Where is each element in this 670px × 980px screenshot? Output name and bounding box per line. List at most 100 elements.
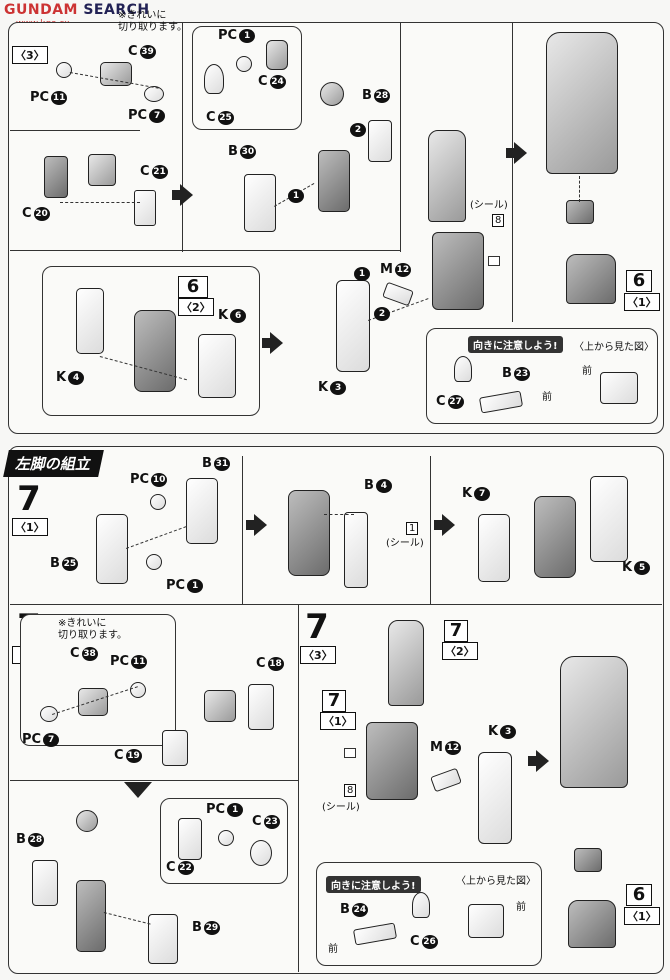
- label-step-1b: 1: [352, 266, 370, 281]
- divider: [10, 604, 662, 605]
- inset-c38-panel: [20, 614, 176, 746]
- part-ankle-joint-b: [574, 848, 602, 872]
- part-k4: [76, 288, 104, 354]
- part-ball-joint-b: [76, 810, 98, 832]
- divider: [10, 250, 400, 251]
- divider: [400, 22, 401, 252]
- part-ball-joint: [320, 82, 344, 106]
- flow-arrow: [434, 520, 442, 530]
- top-view-label: 〈上から見た図〉: [574, 342, 654, 353]
- ref-step-6-right-sub: 〈1〉: [624, 293, 660, 311]
- part-lower-leg-b: [366, 722, 418, 800]
- seal-label-7-1: (シール): [386, 538, 424, 549]
- label-step-1: 1: [286, 188, 304, 203]
- part-c38: [78, 688, 108, 716]
- flow-arrow-head: [442, 514, 455, 536]
- seal-label: (シール): [470, 200, 508, 211]
- part-pc11: [56, 62, 72, 78]
- part-foot-b: [568, 900, 616, 948]
- ref-step-7-1-sub: 〈1〉: [320, 712, 356, 730]
- part-c20: [44, 156, 68, 198]
- ref-step-6-b-sub: 〈1〉: [624, 907, 660, 925]
- divider: [512, 22, 513, 322]
- front-label-b: 前: [328, 944, 338, 955]
- ref-step-6-right: 6: [626, 270, 652, 292]
- part-foot: [566, 254, 616, 304]
- part-pc11-b: [130, 682, 146, 698]
- guide-line: [579, 176, 580, 202]
- step-7-1-number: 7: [17, 479, 41, 519]
- part-c18: [248, 684, 274, 730]
- part-thigh: [288, 490, 330, 576]
- ref-step-6: 6: [178, 276, 208, 298]
- ref-step-7-2: 7: [444, 620, 468, 642]
- part-c19: [162, 730, 188, 766]
- part-knee-block: [204, 690, 236, 722]
- part-c39-assembled: [88, 154, 116, 186]
- part-c27: [454, 356, 472, 382]
- part-b28: [368, 120, 392, 162]
- divider: [298, 604, 299, 972]
- part-leg-assembled-b: [560, 656, 628, 788]
- flow-arrow-head: [254, 514, 267, 536]
- part-b31: [186, 478, 218, 544]
- front-label-view-b: 前: [516, 902, 526, 913]
- ref-step-6-sub: 〈2〉: [178, 298, 214, 316]
- flow-arrow: [172, 190, 180, 200]
- divider: [430, 456, 431, 604]
- watermark-logo: GUNDAM SEARCH: [4, 2, 150, 18]
- orientation-badge: 向きに注意しよう!: [468, 336, 563, 353]
- part-c26: [412, 892, 430, 918]
- part-pc1: [236, 56, 252, 72]
- part-k7: [478, 514, 510, 582]
- part-b30: [244, 174, 276, 232]
- seal-label-7-3: (シール): [322, 802, 360, 813]
- divider: [182, 22, 183, 252]
- flow-arrow: [246, 520, 254, 530]
- part-k6: [198, 334, 236, 398]
- part-k3-b: [478, 752, 512, 844]
- seal-sticker: [488, 256, 500, 266]
- step-7-1-sub: 〈1〉: [12, 518, 48, 536]
- part-knee-frame-b: [76, 880, 106, 952]
- part-pc10: [150, 494, 166, 510]
- flow-arrow-head: [180, 184, 193, 206]
- part-top-view-bracket-b: [468, 904, 504, 938]
- guide-line: [324, 514, 354, 515]
- part-k3: [336, 280, 370, 372]
- part-upper-leg-b: [388, 620, 424, 706]
- cut-note: ※きれいに 切り取ります。: [118, 10, 187, 33]
- part-leg-assembled: [546, 32, 618, 174]
- part-pc1-b: [146, 554, 162, 570]
- ref-step-7-2-sub: 〈2〉: [442, 642, 478, 660]
- part-pc7-b: [40, 706, 58, 722]
- label-step-2: 2: [348, 122, 366, 137]
- part-upper-leg: [428, 130, 466, 222]
- part-c21: [134, 190, 156, 226]
